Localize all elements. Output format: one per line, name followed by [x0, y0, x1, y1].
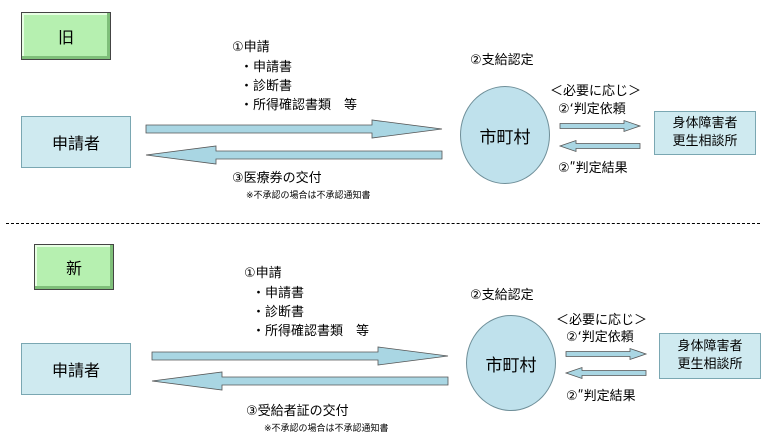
new-small-note: ※不承認の場合は不承認通知書: [264, 424, 389, 434]
old-badge-label: 旧: [57, 28, 74, 47]
new-office-line1: 身体障害者: [677, 339, 743, 354]
old-city-label: 市町村: [479, 127, 531, 148]
new-applicant-box: 申請者: [21, 343, 131, 395]
new-application-arrow: [151, 346, 449, 366]
new-step1-item-2: ・診断書: [252, 305, 305, 320]
old-note-when-needed: ＜必要に応じ＞: [550, 84, 642, 99]
new-result-arrow: [564, 366, 647, 380]
old-office-line1: 身体障害者: [672, 116, 738, 131]
new-step1-item-1: ・申請書: [252, 286, 305, 301]
old-request-label: ②ʻ判定依頼: [558, 102, 626, 117]
new-city-circle: 市町村: [466, 315, 556, 411]
new-office-box: 身体障害者 更生相談所: [659, 333, 761, 379]
old-step3-label: ③医療券の交付: [232, 171, 322, 186]
old-office-line2: 更生相談所: [672, 134, 738, 149]
new-office-line2: 更生相談所: [677, 357, 743, 372]
old-office-box: 身体障害者 更生相談所: [654, 111, 756, 155]
new-result-label: ②ʺ判定結果: [566, 389, 636, 404]
old-issuance-arrow: [145, 145, 443, 165]
new-badge-label: 新: [65, 259, 82, 278]
old-small-note: ※不承認の場合は不承認通知書: [246, 191, 371, 201]
new-city-label: 市町村: [485, 355, 537, 376]
section-divider: [6, 223, 760, 224]
old-request-arrow: [559, 119, 642, 133]
old-result-arrow: [558, 139, 641, 153]
new-note-when-needed: ＜必要に応じ＞: [556, 313, 648, 328]
new-step1-title: ①申請: [244, 266, 282, 281]
new-step3-label: ③受給者証の交付: [246, 404, 349, 419]
new-request-arrow: [565, 347, 648, 361]
new-badge: 新: [34, 244, 114, 290]
old-application-arrow: [145, 119, 443, 139]
new-step2-title: ②支給認定: [470, 288, 534, 303]
old-step1-item-3: ・所得確認書類 等: [240, 98, 358, 113]
new-issuance-arrow: [151, 371, 449, 391]
old-city-circle: 市町村: [460, 86, 550, 184]
old-step1-title: ①申請: [232, 40, 270, 55]
new-step1-item-3: ・所得確認書類 等: [252, 324, 370, 339]
old-applicant-label: 申請者: [51, 134, 100, 153]
old-applicant-box: 申請者: [21, 116, 131, 168]
old-step1-item-2: ・診断書: [240, 79, 293, 94]
new-applicant-label: 申請者: [51, 361, 100, 380]
old-badge: 旧: [21, 12, 111, 60]
old-result-label: ②ʺ判定結果: [558, 161, 628, 176]
old-step2-title: ②支給認定: [470, 53, 534, 68]
new-request-label: ②ʻ判定依頼: [566, 330, 634, 345]
old-step1-item-1: ・申請書: [240, 60, 293, 75]
